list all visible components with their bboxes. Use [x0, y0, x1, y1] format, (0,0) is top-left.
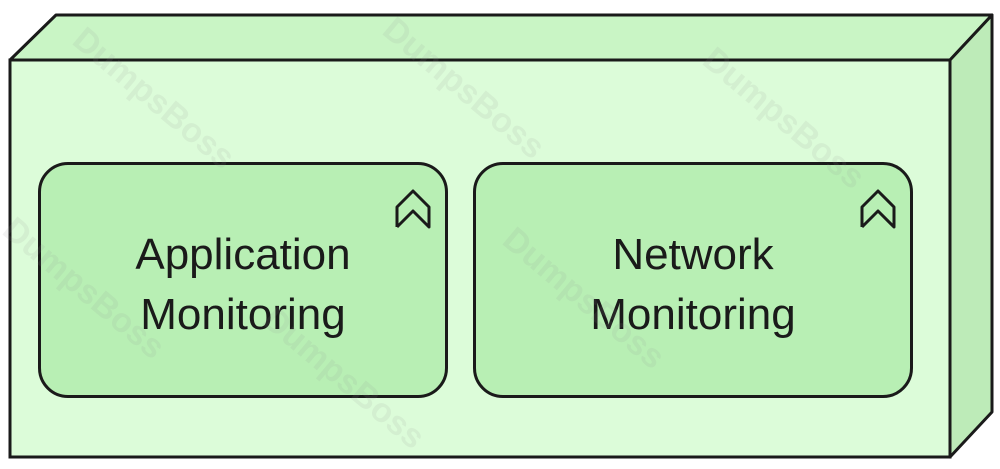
business-service-chevron-icon [395, 189, 431, 229]
service-label-line2: Monitoring [140, 290, 346, 339]
service-label-line1: Network [612, 230, 774, 279]
node-top-face [8, 13, 994, 62]
application-monitoring-service[interactable]: Application Monitoring [38, 162, 448, 398]
business-service-chevron-icon [860, 189, 896, 229]
service-label-line2: Monitoring [590, 290, 796, 339]
service-label-line1: Application [135, 230, 351, 279]
node-side-face [948, 13, 994, 459]
service-label: Network Monitoring [476, 225, 910, 345]
network-monitoring-service[interactable]: Network Monitoring [473, 162, 913, 398]
service-label: Application Monitoring [41, 225, 445, 345]
